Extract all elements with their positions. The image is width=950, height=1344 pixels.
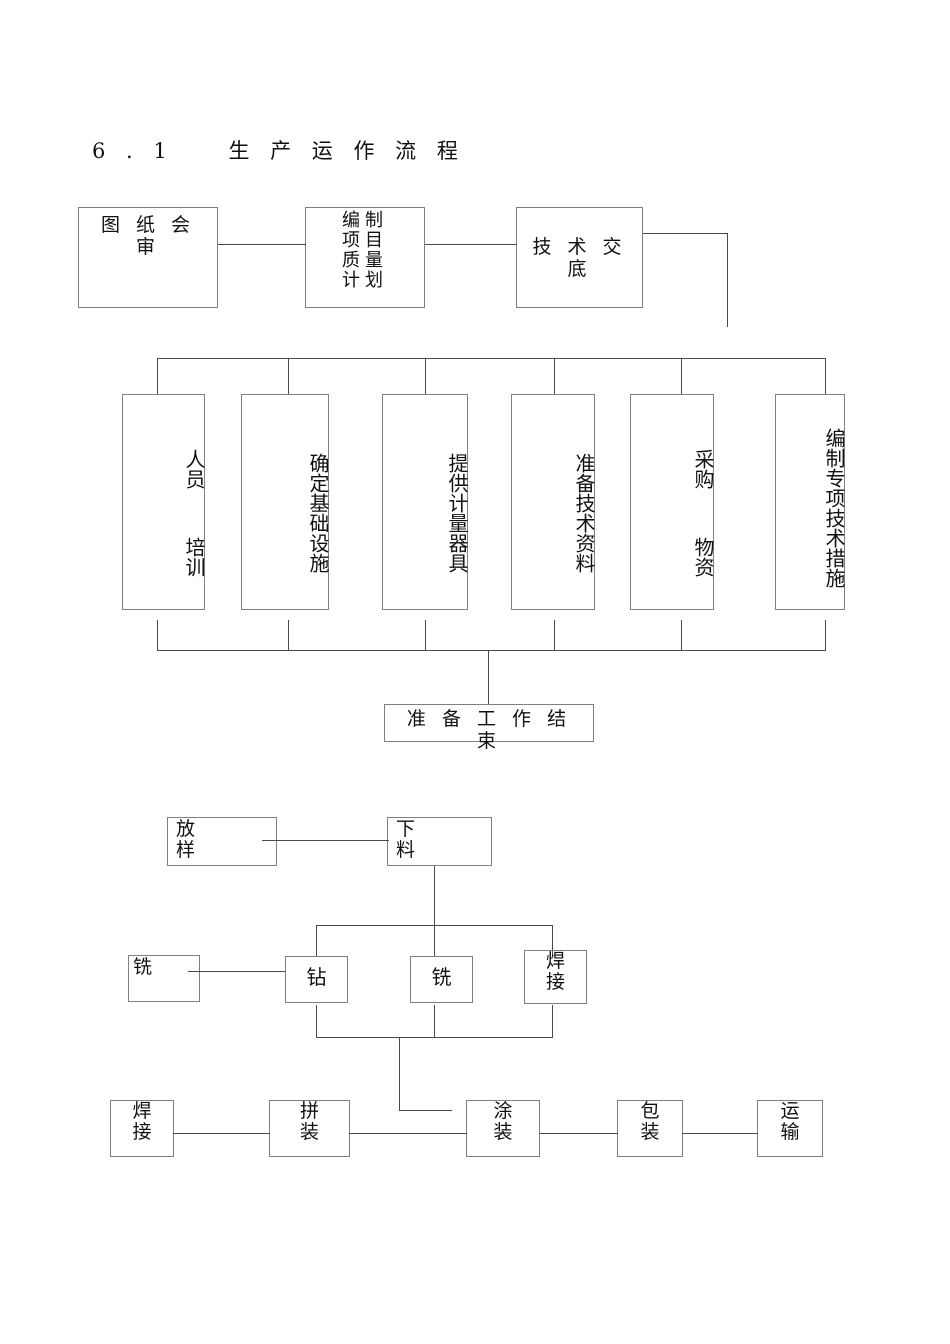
- flow-box-label: 准备技术资料: [572, 453, 596, 573]
- merge-riser-mill: [434, 1005, 435, 1038]
- flow-box-drilling[interactable]: 钻: [285, 956, 348, 1003]
- connector-disclosure-down: [727, 233, 728, 327]
- collect-riser-3: [425, 620, 426, 651]
- collect-riser-2: [288, 620, 289, 651]
- flow-box-label: 技 术 交 底: [532, 236, 638, 281]
- connector-disclosure-right: [643, 233, 728, 234]
- flow-box-packaging[interactable]: 包 装: [617, 1100, 683, 1157]
- merge-riser-drill: [316, 1005, 317, 1038]
- machining-drop-mill: [434, 925, 435, 956]
- stem-machining-to-final: [399, 1037, 400, 1110]
- connector-packaging-to-transport: [682, 1133, 758, 1134]
- connector-drawing-to-plan: [218, 244, 306, 245]
- flow-box-prepare-technical-data[interactable]: 准备技术资料: [511, 394, 596, 610]
- flow-box-label: 编制专项技术措施: [822, 427, 846, 588]
- flow-box-label: 钻: [306, 965, 327, 989]
- flow-box-transport[interactable]: 运 输: [757, 1100, 823, 1157]
- flow-box-layout-marking[interactable]: 放 样: [167, 817, 277, 866]
- flow-box-preparation-complete[interactable]: 准 备 工 作 结 束: [384, 704, 594, 752]
- flow-box-milling[interactable]: 铣: [410, 956, 473, 1003]
- flow-box-drawing-review[interactable]: 图 纸 会 审: [78, 207, 218, 308]
- flow-box-technical-disclosure[interactable]: 技 术 交 底: [516, 207, 643, 308]
- connector-assembly-to-coating: [349, 1133, 467, 1134]
- collect-riser-1: [157, 620, 158, 651]
- machining-drop-weld: [552, 925, 553, 956]
- flow-box-coating[interactable]: 涂 装: [466, 1100, 540, 1157]
- flow-box-label: 焊 接: [545, 950, 565, 994]
- bus-drop-2: [288, 358, 289, 394]
- bus-drop-5: [681, 358, 682, 394]
- connector-welding-to-assembly: [173, 1133, 270, 1134]
- connector-millingside-to-drilling: [188, 971, 286, 972]
- stem-to-preparation-complete: [488, 650, 489, 704]
- flow-box-procure-materials[interactable]: 采购 物资: [630, 394, 715, 610]
- flow-box-label: 确定基础设施: [306, 453, 330, 573]
- bus-drop-6: [825, 358, 826, 394]
- flow-box-confirm-infrastructure[interactable]: 确定基础设施: [241, 394, 330, 610]
- flow-box-material-cutting[interactable]: 下 料: [387, 817, 492, 866]
- stem-cutting-down: [434, 866, 435, 944]
- flow-box-label: 采购 物资: [691, 449, 715, 577]
- bus-drop-4: [554, 358, 555, 394]
- bus-machining-bottom: [316, 1037, 552, 1038]
- connector-machining-join: [399, 1110, 452, 1111]
- flow-box-label: 焊 接: [132, 1100, 152, 1144]
- page-title: 6 . 1 生 产 运 作 流 程: [92, 139, 465, 163]
- flow-box-label: 涂 装: [493, 1100, 513, 1144]
- bus-drop-1: [157, 358, 158, 394]
- connector-plan-to-disclosure: [425, 244, 517, 245]
- flow-box-label: 准 备 工 作 结 束: [406, 708, 583, 753]
- flow-box-label: 运 输: [780, 1100, 800, 1144]
- flow-box-label: 下 料: [396, 818, 416, 862]
- flow-box-label: 拼 装: [299, 1100, 319, 1144]
- flow-box-label: 提供计量器具: [445, 453, 469, 573]
- flow-box-label: 铣: [133, 956, 153, 978]
- flow-box-label: 编制 项目 质量 计划: [342, 210, 388, 292]
- merge-riser-weld: [552, 1005, 553, 1038]
- machining-drop-drill: [316, 925, 317, 956]
- flow-box-personnel-training[interactable]: 人员 培训: [122, 394, 206, 610]
- collect-riser-4: [554, 620, 555, 651]
- flow-box-label: 人员 培训: [182, 449, 206, 577]
- flow-box-provide-measuring-instruments[interactable]: 提供计量器具: [382, 394, 469, 610]
- flow-box-quality-plan[interactable]: 编制 项目 质量 计划: [305, 207, 425, 308]
- flow-box-label: 铣: [431, 965, 452, 989]
- flow-box-welding[interactable]: 焊 接: [110, 1100, 174, 1157]
- collect-riser-6: [825, 620, 826, 651]
- flow-box-label: 放 样: [176, 818, 196, 862]
- connector-coating-to-packaging: [539, 1133, 618, 1134]
- bus-parallel-tasks-bottom: [157, 650, 826, 651]
- bus-parallel-tasks-top: [157, 358, 826, 359]
- flow-box-label: 图 纸 会 审: [100, 214, 207, 259]
- flow-box-label: 包 装: [640, 1100, 660, 1144]
- connector-layout-to-cutting: [262, 840, 389, 841]
- flow-box-special-technical-measures[interactable]: 编制专项技术措施: [775, 394, 846, 610]
- collect-riser-5: [681, 620, 682, 651]
- bus-drop-3: [425, 358, 426, 394]
- flow-box-assembly[interactable]: 拼 装: [269, 1100, 350, 1157]
- flow-box-milling-side[interactable]: 铣: [128, 955, 200, 1002]
- flow-box-welding-sub[interactable]: 焊 接: [524, 950, 587, 1004]
- bottom-row-mask: [0, 1157, 950, 1187]
